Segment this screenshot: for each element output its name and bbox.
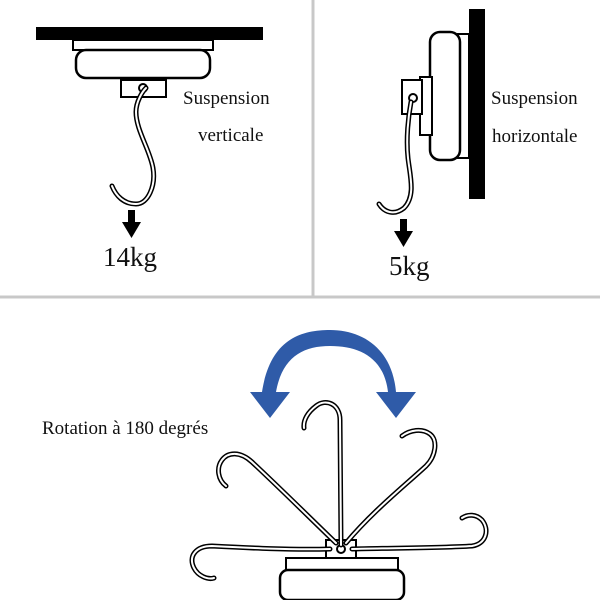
hook-icon — [109, 85, 157, 207]
wall-bar — [469, 9, 485, 199]
hook-icon — [376, 99, 414, 215]
hook-icon — [189, 400, 489, 581]
rotation-label: Rotation à 180 degrés — [42, 418, 209, 439]
down-arrow-icon — [122, 210, 141, 238]
vertical-suspension-panel — [36, 27, 263, 238]
horizontal-suspension-panel — [376, 9, 485, 247]
rotation-panel — [189, 330, 489, 600]
magnet-icon — [72, 39, 214, 98]
horizontal-weight-label: 5kg — [389, 251, 430, 281]
magnet-icon — [401, 30, 470, 162]
rotation-arrow-icon — [250, 330, 416, 418]
horizontal-label-line1: Suspension — [491, 88, 578, 109]
ceiling-bar — [36, 27, 263, 40]
vertical-label-line1: Suspension — [183, 88, 270, 109]
vertical-label-line2: verticale — [198, 125, 264, 146]
horizontal-label-line2: horizontale — [492, 126, 578, 147]
down-arrow-icon — [394, 219, 413, 247]
vertical-weight-label: 14kg — [103, 242, 157, 272]
